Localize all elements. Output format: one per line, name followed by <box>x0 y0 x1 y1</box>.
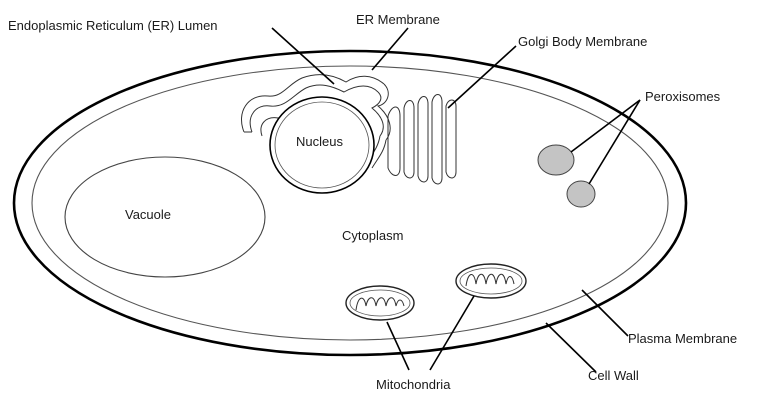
label-vacuole: Vacuole <box>125 207 171 222</box>
label-er-lumen: Endoplasmic Reticulum (ER) Lumen <box>8 18 218 33</box>
label-cytoplasm: Cytoplasm <box>342 228 403 243</box>
golgi-stacks <box>388 95 456 185</box>
mitochondrion-1 <box>346 286 414 320</box>
label-mitochondria: Mitochondria <box>376 377 451 392</box>
mitochondrion-2 <box>456 264 526 298</box>
label-er-membrane: ER Membrane <box>356 12 440 27</box>
label-nucleus: Nucleus <box>296 134 343 149</box>
label-plasma-membrane: Plasma Membrane <box>628 331 737 346</box>
label-peroxisomes: Peroxisomes <box>645 89 721 104</box>
peroxisome-2 <box>567 181 595 207</box>
label-cell-wall: Cell Wall <box>588 368 639 383</box>
label-golgi: Golgi Body Membrane <box>518 34 647 49</box>
peroxisome-1 <box>538 145 574 175</box>
